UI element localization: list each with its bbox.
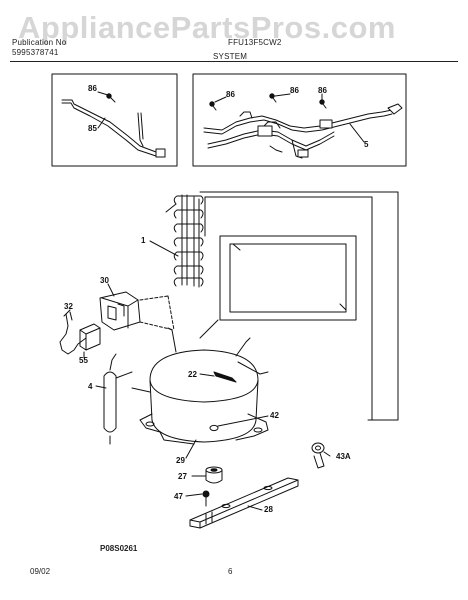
callout-42: 42 [270,411,279,420]
screw-86b [209,101,217,111]
leader-86c [274,93,291,97]
publication-number: 5995378741 [12,48,59,57]
condenser-coil-1 [165,194,204,288]
leader-22 [199,373,215,377]
callout-32: 32 [64,302,73,311]
power-harness-5 [203,103,403,159]
figure-code: P08S0261 [100,544,138,553]
base-plate-28 [189,477,299,529]
callout-55: 55 [79,356,88,365]
callout-5: 5 [364,140,369,149]
callout-30: 30 [100,276,109,285]
callout-86: 86 [318,86,327,95]
leader-4 [95,385,107,389]
compressor-29 [131,327,269,445]
header-rule [10,61,458,62]
callout-43a: 43A [336,452,351,461]
callout-85: 85 [88,124,97,133]
callout-86: 86 [290,86,299,95]
screw-47 [202,490,210,507]
callout-1: 1 [141,236,146,245]
watermark: AppliancePartsPros.com [18,10,396,45]
callout-28: 28 [264,505,273,514]
leader-29 [185,439,197,459]
capacitor-55 [79,323,101,351]
wire-clip-32 [59,309,87,355]
callout-22: 22 [188,370,197,379]
leader-47 [185,493,203,497]
leader-30 [107,283,115,297]
section-title: SYSTEM [213,52,248,61]
screw-86d [319,99,327,109]
callout-27: 27 [178,472,187,481]
model-number: FFU13F5CW2 [228,38,282,47]
footer-date: 09/02 [30,567,51,576]
leader-43a [323,451,331,457]
callout-47: 47 [174,492,183,501]
grommet-27 [205,466,223,484]
callout-86: 86 [226,90,235,99]
clip-43a [311,442,325,469]
leader-85 [97,117,106,129]
inset-box-power-harness [192,73,407,167]
cabinet-back [199,191,399,421]
page-number: 6 [228,567,233,576]
leader-86a [97,91,109,96]
relay-overload-30 [99,291,141,331]
leader-32 [69,311,73,321]
leader-28 [247,505,263,511]
leader-42 [217,415,269,427]
leader-5 [349,123,365,143]
callout-29: 29 [176,456,185,465]
dashed-guide-relay [139,295,175,331]
screw-86c [269,93,277,103]
wire-harness-85 [61,99,166,158]
publication-label: Publication No [12,38,67,47]
leader-1 [149,240,179,257]
callout-4: 4 [88,382,93,391]
inset-box-harness [51,73,178,167]
leader-86b [214,96,227,103]
filter-drier-4 [103,353,133,445]
callout-86: 86 [88,84,97,93]
